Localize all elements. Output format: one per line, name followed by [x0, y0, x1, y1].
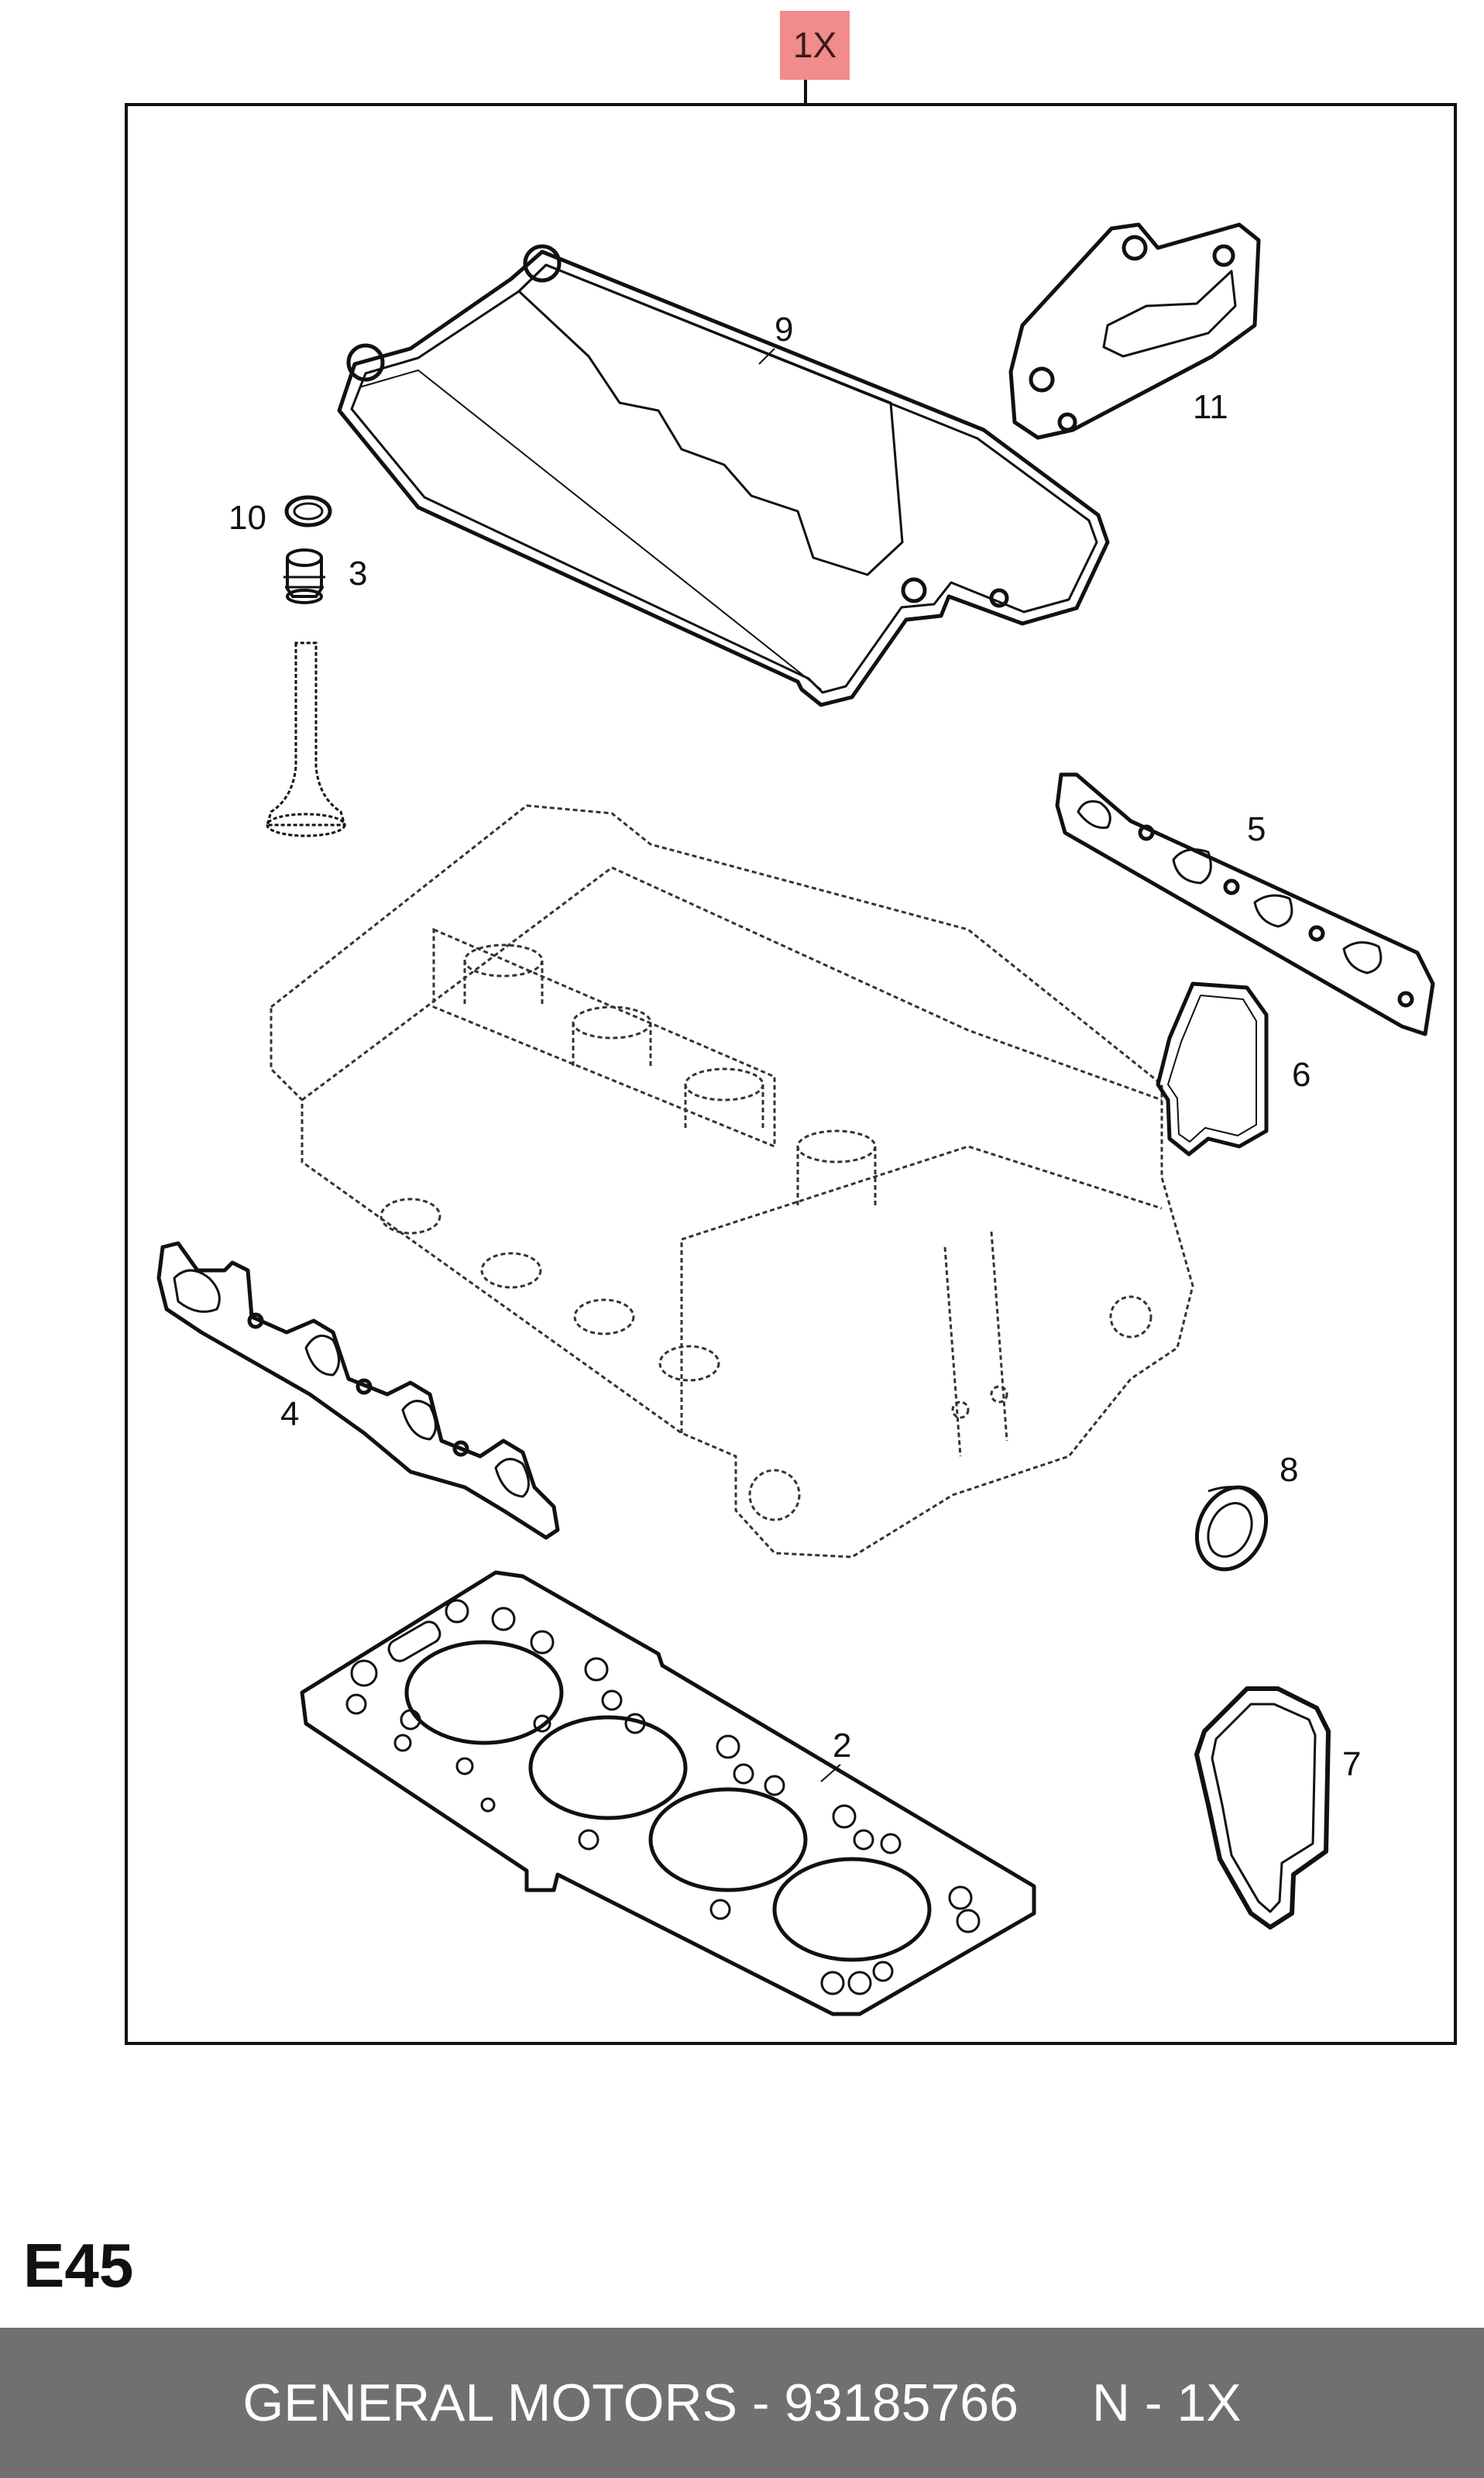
callout-2: 2	[833, 1727, 851, 1765]
camshaft-seal-ring	[1194, 1485, 1269, 1572]
exploded-parts-diagram: 1X	[125, 11, 1457, 2045]
thermostat-housing-gasket	[1156, 981, 1269, 1157]
exhaust-manifold-gasket	[156, 1241, 560, 1540]
footer-quantity: N - 1X	[1091, 2373, 1242, 2432]
quantity-tag-label: 1X	[793, 25, 836, 65]
diagram-frame	[125, 103, 1457, 2045]
valve-stem-seal	[283, 548, 325, 604]
o-ring	[284, 495, 332, 528]
cylinder-head	[270, 804, 1194, 1559]
callout-7: 7	[1342, 1745, 1361, 1783]
cylinder-head-gasket	[300, 1570, 1036, 2016]
valve	[265, 641, 347, 837]
callout-5: 5	[1247, 810, 1266, 848]
callout-9: 9	[775, 311, 793, 349]
callout-10: 10	[228, 499, 266, 537]
callout-11: 11	[1193, 388, 1228, 426]
callout-8: 8	[1280, 1451, 1298, 1489]
intake-manifold-gasket	[1055, 772, 1435, 1036]
egr-flange-gasket	[1008, 222, 1261, 440]
callout-3: 3	[349, 555, 367, 593]
callouts: 9 11 10 3 5 6 4 8 2 7	[228, 311, 1361, 1783]
callout-4: 4	[280, 1395, 299, 1433]
coolant-flange-gasket	[1194, 1686, 1331, 1930]
valve-cover-gasket	[337, 244, 1110, 707]
footer-part-number: GENERAL MOTORS - 93185766	[242, 2373, 1019, 2432]
page-code: E45	[23, 2231, 134, 2300]
footer-bar: GENERAL MOTORS - 93185766 N - 1X	[0, 2328, 1484, 2478]
quantity-tag: 1X	[780, 11, 850, 105]
callout-6: 6	[1292, 1056, 1311, 1094]
